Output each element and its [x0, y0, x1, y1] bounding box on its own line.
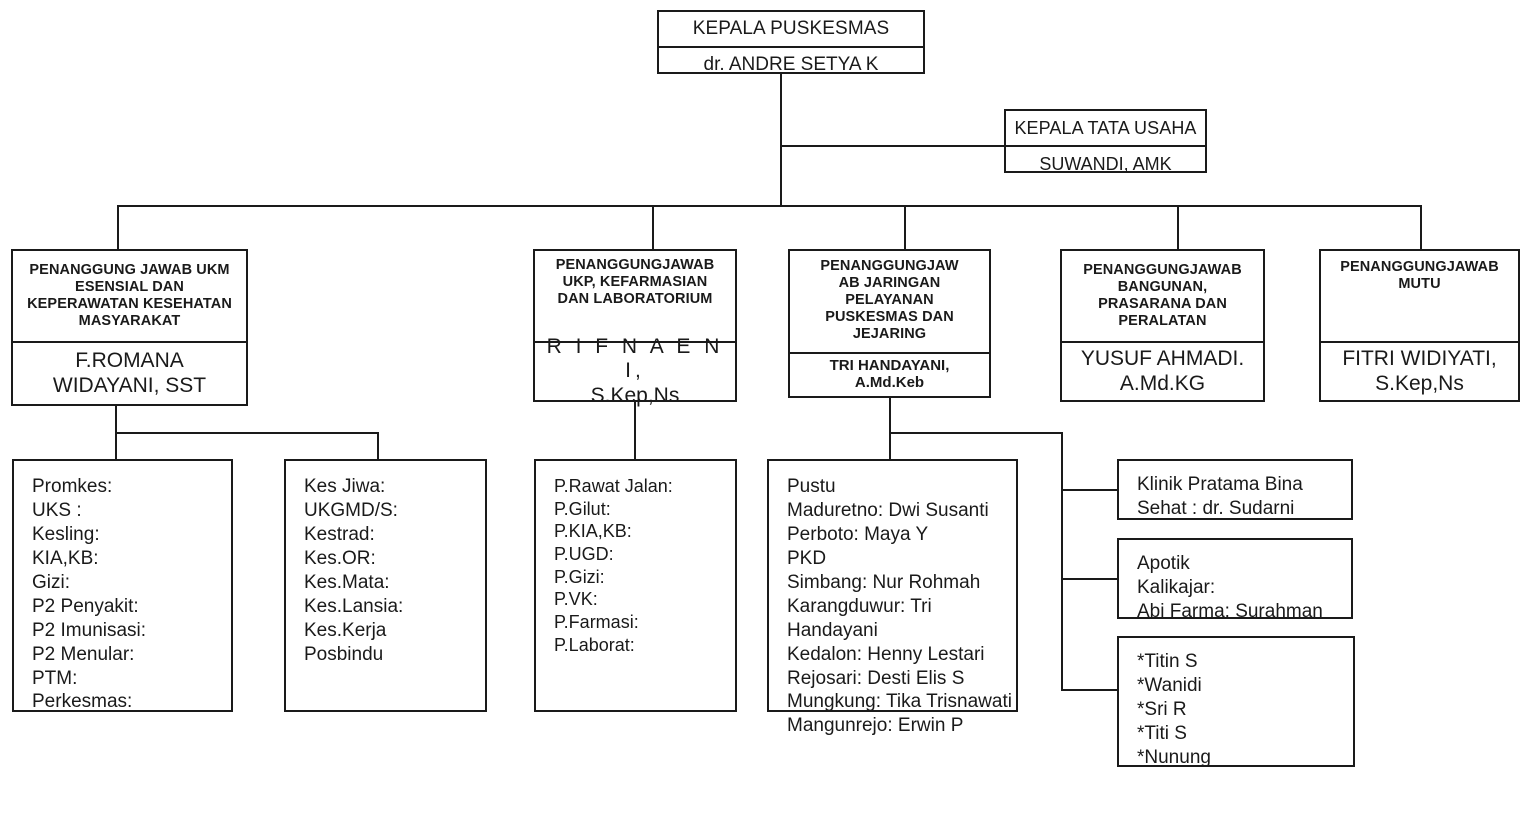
node-title: PENANGGUNGJAWAB MUTU: [1321, 251, 1518, 343]
connector-ukp-stem: [634, 402, 636, 461]
list-item: Sehat : dr. Sudarni: [1137, 497, 1295, 519]
list-item: P.KIA,KB:: [554, 521, 632, 542]
list-item: P2 Menular:: [32, 643, 135, 665]
connector-jaringan-bar: [889, 432, 1063, 434]
connector-to-klinik: [1061, 489, 1118, 491]
list-item: *Nunung: [1137, 746, 1211, 768]
list-item: Klinik Pratama Bina: [1137, 474, 1303, 495]
list-item: Simbang: Nur Rohmah: [787, 571, 981, 593]
connector-head-to-admin: [780, 145, 1006, 147]
connector-to-apotik: [1061, 578, 1118, 580]
leaf-bidan-desa-list[interactable]: *Titin S *Wanidi *Sri R *Titi S *Nunung: [1117, 636, 1355, 768]
list-item: *Wanidi: [1137, 674, 1202, 696]
list-item: *Titi S: [1137, 722, 1187, 744]
connector-ukm-bar: [115, 432, 379, 434]
list-item: P.VK:: [554, 589, 598, 610]
connector-drop-bangunan: [1177, 205, 1179, 249]
list-item: Mangunrejo: Erwin P: [787, 715, 964, 737]
node-title: PENANGGUNGJAWAB BANGUNAN, PRASARANA DAN …: [1062, 251, 1263, 343]
node-kepala-tata-usaha[interactable]: KEPALA TATA USAHA SUWANDI, AMK: [1004, 109, 1207, 174]
list-item: Kes.Mata:: [304, 571, 390, 593]
leaf-klinik-pratama[interactable]: Klinik Pratama Bina Sehat : dr. Sudarni: [1117, 459, 1353, 520]
list-item: UKS :: [32, 499, 82, 521]
leaf-jaringan-network-list[interactable]: Pustu Maduretno: Dwi Susanti Perboto: Ma…: [767, 459, 1018, 736]
list-item: Kestrad:: [304, 523, 375, 545]
connector-ukm-b-drop: [377, 432, 379, 461]
connector-jaringan-right-riser: [1061, 432, 1063, 690]
list-item: P.Gilut:: [554, 498, 611, 519]
node-title: KEPALA TATA USAHA: [1006, 111, 1205, 147]
connector-drop-mutu: [1420, 205, 1422, 249]
list-item: Pustu: [787, 476, 836, 497]
connector-drop-ukm: [117, 205, 119, 249]
list-item: Handayani: [787, 619, 878, 641]
list-item: Kes.OR:: [304, 547, 376, 569]
connector-drop-ukp: [652, 205, 654, 249]
list-item: P2 Penyakit:: [32, 595, 139, 617]
node-title: PENANGGUNGJAW AB JARINGAN PELAYANAN PUSK…: [790, 251, 989, 354]
connector-drop-jaringan: [904, 205, 906, 249]
list-item: *Titin S: [1137, 651, 1198, 672]
list-item: Kalikajar:: [1137, 576, 1216, 598]
node-person-name: YUSUF AHMADI. A.Md.KG: [1080, 347, 1245, 395]
list-item: Rejosari: Desti Elis S: [787, 667, 965, 689]
list-item: UKGMD/S:: [304, 499, 398, 521]
list-item: Promkes:: [32, 476, 113, 497]
node-person-name: SUWANDI, AMK: [1039, 153, 1172, 174]
list-item: *Sri R: [1137, 698, 1187, 720]
list-item: Perboto: Maya Y: [787, 523, 929, 545]
node-person-name: dr. ANDRE SETYA K: [703, 53, 879, 75]
list-item: P.Farmasi:: [554, 612, 639, 633]
list-item: KIA,KB:: [32, 547, 99, 569]
node-title: KEPALA PUSKESMAS: [659, 12, 923, 48]
list-item: Mungkung: Tika Trisnawati: [787, 691, 1012, 713]
node-person-name: R I F N A E N I, S.Kep,Ns: [546, 334, 724, 407]
list-item: Kesling:: [32, 523, 100, 545]
list-item: Kes.Kerja: [304, 619, 387, 641]
list-item: P.Laborat:: [554, 634, 635, 655]
list-item: P.Gizi:: [554, 566, 605, 587]
leaf-ukm-program-list-b[interactable]: Kes Jiwa: UKGMD/S: Kestrad: Kes.OR: Kes.…: [284, 459, 487, 712]
node-person-name: TRI HANDAYANI, A.Md.Keb: [829, 357, 950, 392]
chart-caption: BAGAN STRUKTUR ORGANISASI UPTD PUSKESMAS…: [47, 784, 654, 830]
connector-to-bidan: [1061, 689, 1118, 691]
list-item: Gizi:: [32, 571, 70, 593]
list-item: Kes Jiwa:: [304, 476, 386, 497]
node-penanggungjawab-bangunan[interactable]: PENANGGUNGJAWAB BANGUNAN, PRASARANA DAN …: [1060, 249, 1265, 402]
leaf-apotik[interactable]: Apotik Kalikajar: Abi Farma: Surahman: [1117, 538, 1353, 622]
node-penanggungjawab-ukm[interactable]: PENANGGUNG JAWAB UKM ESENSIAL DAN KEPERA…: [11, 249, 248, 406]
list-item: Kes.Lansia:: [304, 595, 404, 617]
list-item: Abi Farma: Surahman: [1137, 600, 1323, 622]
list-item: PKD: [787, 547, 827, 569]
leaf-ukm-program-list-a[interactable]: Promkes: UKS : Kesling: KIA,KB: Gizi: P2…: [12, 459, 233, 712]
connector-main-bar: [117, 205, 1422, 207]
list-item: P2 Imunisasi:: [32, 619, 147, 641]
leaf-ukp-service-list[interactable]: P.Rawat Jalan: P.Gilut: P.KIA,KB: P.UGD:…: [534, 459, 737, 712]
list-item: Kedalon: Henny Lestari: [787, 643, 985, 665]
node-person-name: F.ROMANA WIDAYANI, SST: [52, 349, 207, 397]
list-item: P.UGD:: [554, 544, 614, 565]
list-item: PTM:: [32, 667, 78, 689]
list-item: Perkesmas:: [32, 691, 133, 713]
list-item: Apotik: [1137, 553, 1190, 574]
list-item: Maduretno: Dwi Susanti: [787, 499, 989, 521]
node-penanggungjawab-jaringan[interactable]: PENANGGUNGJAW AB JARINGAN PELAYANAN PUSK…: [788, 249, 991, 398]
node-title: PENANGGUNGJAWAB UKP, KEFARMASIAN DAN LAB…: [535, 251, 735, 343]
node-penanggungjawab-ukp[interactable]: PENANGGUNGJAWAB UKP, KEFARMASIAN DAN LAB…: [533, 249, 737, 407]
node-title: PENANGGUNG JAWAB UKM ESENSIAL DAN KEPERA…: [13, 251, 246, 343]
connector-head-trunk: [780, 74, 782, 207]
connector-jaringan-stem: [889, 398, 891, 461]
node-penanggungjawab-mutu[interactable]: PENANGGUNGJAWAB MUTU FITRI WIDIYATI, S.K…: [1319, 249, 1520, 402]
list-item: P.Rawat Jalan:: [554, 476, 673, 496]
list-item: Posbindu: [304, 643, 384, 665]
list-item: Karangduwur: Tri: [787, 595, 932, 617]
node-person-name: FITRI WIDIYATI, S.Kep,Ns: [1342, 347, 1497, 395]
node-kepala-puskesmas[interactable]: KEPALA PUSKESMAS dr. ANDRE SETYA K: [657, 10, 925, 75]
